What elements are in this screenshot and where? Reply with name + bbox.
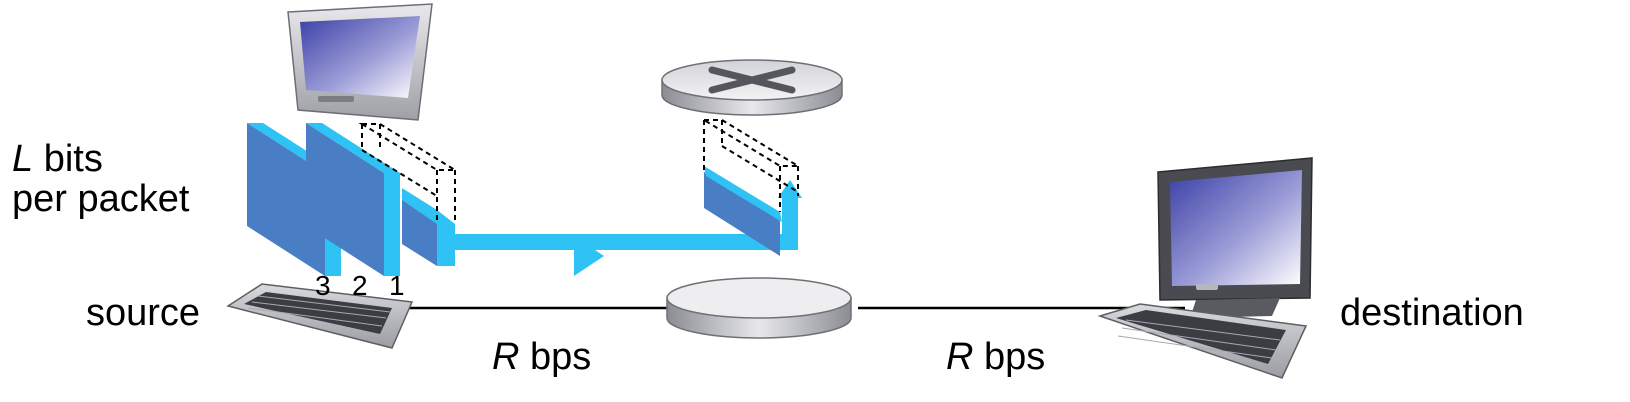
packet-1-transmitted-outline [358, 123, 459, 224]
source-label: source [86, 292, 201, 334]
source-monitor-icon [287, 3, 433, 121]
packet-size-variable: L [12, 138, 34, 180]
packet-number-3: 3 [315, 270, 331, 301]
destination-keyboard-icon [1097, 303, 1308, 379]
packet-1-partial [402, 188, 455, 266]
packet-2 [306, 123, 400, 276]
link-rate-unit: bps [530, 336, 592, 378]
destination-monitor-icon [1157, 157, 1313, 318]
packet-number-2: 2 [352, 270, 368, 301]
link-rate-unit: bps [984, 336, 1046, 378]
router-received-packet [704, 166, 782, 256]
router-packet-outline [700, 119, 802, 212]
link-rate-label-1: R bps [492, 338, 591, 376]
packet-size-label: L bits [12, 140, 103, 178]
packet-number-1: 1 [389, 270, 405, 301]
transmission-arrow [455, 180, 802, 276]
packet-size-unit: bits [43, 138, 103, 180]
packet-size-label-line2: per packet [12, 178, 190, 220]
source-keyboard-icon [226, 283, 414, 349]
link-rate-variable: R [492, 336, 520, 378]
link-rate-variable: R [946, 336, 974, 378]
link-rate-label-2: R bps [946, 338, 1045, 376]
router-base-icon [666, 277, 852, 339]
router-icon [661, 59, 843, 116]
destination-label: destination [1340, 292, 1524, 334]
